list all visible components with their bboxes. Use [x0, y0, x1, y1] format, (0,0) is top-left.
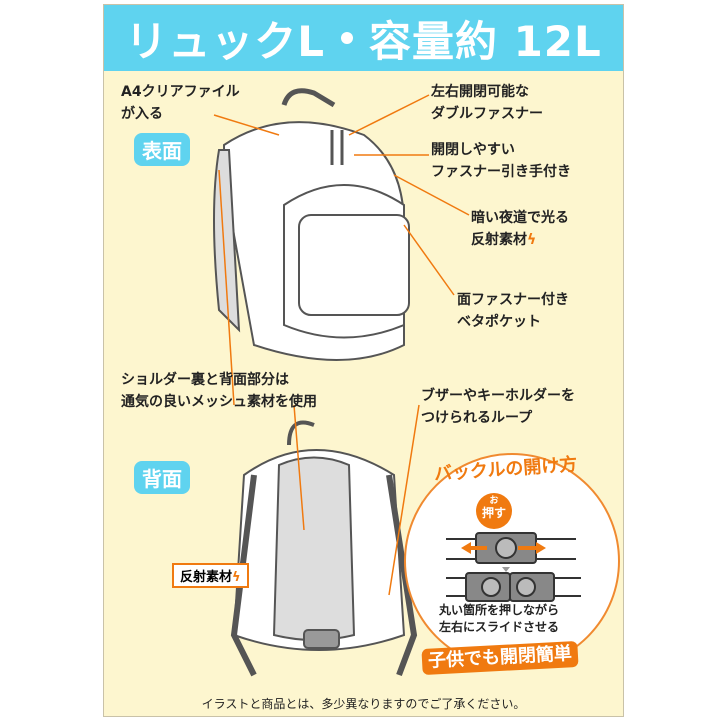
buckle-instruction-1: 丸い箇所を押しながら [439, 603, 560, 617]
label-loop: ブザーやキーホルダーを つけられるループ [421, 385, 575, 429]
buckle-diagram [446, 532, 581, 602]
label-line: A4クリアファイル [121, 84, 240, 100]
label-line: ダブルファスナー [431, 106, 543, 122]
label-line: 面ファスナー付き [457, 292, 569, 308]
disclaimer: イラストと商品とは、多少異なりますのでご了承ください。 [201, 697, 526, 711]
label-line: 開閉しやすい [431, 142, 515, 158]
bullet-dot [340, 32, 353, 44]
label-a4: A4クリアファイル が入る [121, 81, 240, 125]
label-line: ファスナー引き手付き [431, 164, 571, 180]
label-mesh: ショルダー裏と背面部分は 通気の良いメッシュ素材を使用 [121, 369, 317, 413]
front-backpack-drawing [213, 88, 410, 361]
title-banner: リュックL 容量約 12L [104, 5, 623, 71]
label-reflective-back: 反射素材ϟ [172, 563, 249, 588]
product-card: リュックL 容量約 12L [103, 4, 624, 717]
push-callout: お 押す [476, 493, 512, 529]
label-double-zipper: 左右開閉可能な ダブルファスナー [431, 81, 543, 125]
label-reflective-front: 暗い夜道で光る 反射素材ϟ [471, 207, 569, 251]
lightning-icon: ϟ [527, 232, 537, 248]
leader-lines [213, 94, 470, 596]
back-badge: 背面 [134, 461, 190, 494]
label-line: 暗い夜道で光る [471, 210, 569, 226]
label-line: ショルダー裏と背面部分は [121, 372, 289, 388]
push-ruby: お [489, 496, 499, 506]
lightning-icon: ϟ [232, 570, 241, 585]
label-pocket: 面ファスナー付き ベタポケット [457, 289, 569, 333]
label-line: つけられるループ [421, 410, 533, 426]
front-badge: 表面 [134, 133, 190, 166]
buckle-instruction-circle [404, 453, 620, 669]
title-product: リュックL [125, 16, 325, 66]
back-backpack-drawing [230, 420, 418, 677]
label-line: が入る [121, 106, 163, 122]
title-capacity: 容量約 12L [368, 16, 602, 66]
push-label: 押す [481, 506, 506, 520]
label-line: 通気の良いメッシュ素材を使用 [121, 394, 317, 410]
label-line: 反射素材 [180, 570, 233, 585]
label-zipper-pull: 開閉しやすい ファスナー引き手付き [431, 139, 571, 183]
label-line: ベタポケット [457, 314, 541, 330]
buckle-instruction-2: 左右にスライドさせる [439, 620, 560, 634]
label-line: 左右開閉可能な [431, 84, 529, 100]
label-line: ブザーやキーホルダーを [421, 388, 575, 404]
label-line: 反射素材 [471, 232, 527, 248]
backpack-illustrations [213, 88, 470, 677]
